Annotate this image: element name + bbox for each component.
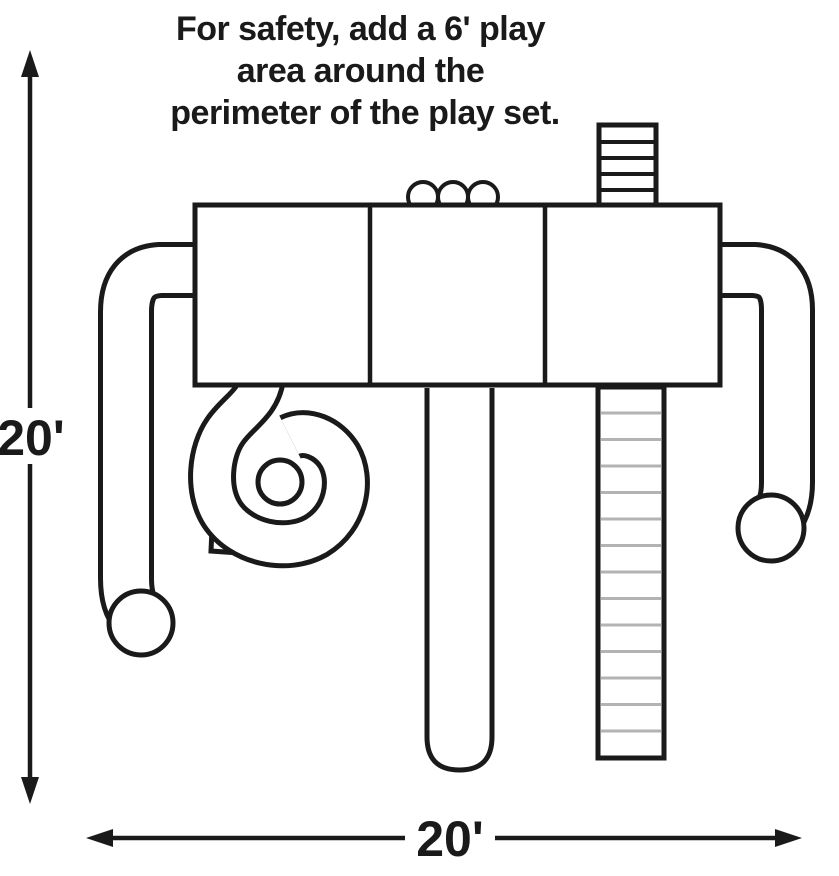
spiral-center-ring xyxy=(255,457,305,507)
safety-note-line3: perimeter of the play set. xyxy=(170,94,559,132)
access-ladder-frame xyxy=(596,122,659,210)
width-label: 20' xyxy=(416,811,484,867)
spiral-slide-interior xyxy=(193,373,365,564)
safety-note-line1: For safety, add a 6' play xyxy=(176,10,546,48)
ladder-rungs xyxy=(601,411,661,733)
access-ladder-top xyxy=(596,122,659,210)
tube-exit-ring-left xyxy=(106,588,176,658)
tube-slide-right-interior xyxy=(717,247,810,532)
height-dimension-arrow: 20' xyxy=(0,50,65,804)
arrowhead-right-icon xyxy=(775,829,802,847)
safety-note-line2: area around the xyxy=(237,52,485,90)
height-label-backing xyxy=(2,408,60,464)
arrowhead-left-icon xyxy=(86,829,113,847)
height-label: 20' xyxy=(0,410,65,466)
safety-note: For safety, add a 6' play area around th… xyxy=(170,10,559,132)
width-dimension-arrow: 20' xyxy=(86,810,802,867)
tube-exit-ring-right xyxy=(735,492,807,564)
climbing-ladder xyxy=(595,384,667,761)
play-set-plan xyxy=(98,122,815,773)
main-deck-frame xyxy=(192,202,723,388)
tube-slide-left-interior xyxy=(103,247,198,628)
straight-slide xyxy=(424,388,495,773)
spiral-slide xyxy=(188,372,370,569)
tube-slide-left xyxy=(98,242,198,658)
width-label-backing xyxy=(405,810,495,864)
tube-slide-right xyxy=(717,242,815,564)
arrowhead-up-icon xyxy=(21,50,39,77)
main-deck xyxy=(192,202,723,388)
arrowhead-down-icon xyxy=(21,777,39,804)
